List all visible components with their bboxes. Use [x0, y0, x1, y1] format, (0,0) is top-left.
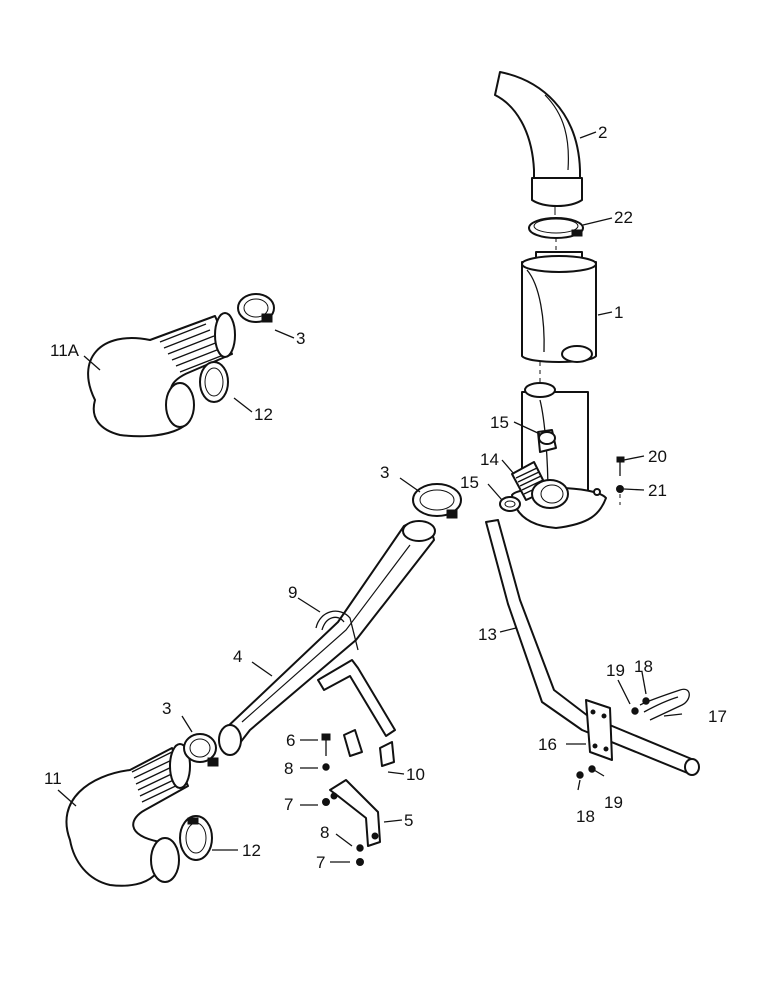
callout-11a: 11A	[50, 341, 80, 360]
callout-18-lower: 18	[576, 807, 595, 826]
callout-15-lower: 15	[460, 473, 479, 492]
pipe-clamp-3-upper	[412, 483, 462, 519]
callout-8-lower: 8	[320, 823, 329, 842]
pipe-clamp-22	[528, 217, 584, 252]
callout-14: 14	[480, 450, 499, 469]
callout-20: 20	[648, 447, 667, 466]
muffler	[521, 251, 597, 388]
nut-7-upper	[322, 798, 330, 806]
elbow-fitting-15	[537, 429, 557, 453]
callout-5: 5	[404, 811, 413, 830]
callout-7-upper: 7	[284, 795, 293, 814]
exhaust-pipe-4	[218, 520, 436, 756]
callout-15-upper: 15	[490, 413, 509, 432]
bolt-20	[616, 456, 625, 476]
flex-coupler-14	[511, 461, 569, 509]
callout-11: 11	[44, 769, 62, 788]
pipe-strap-9	[315, 610, 359, 651]
callout-1: 1	[614, 303, 623, 322]
callout-21: 21	[648, 481, 667, 500]
callout-12-lower: 12	[242, 841, 261, 860]
hose-clamp-12-upper	[199, 361, 229, 403]
hanger-bracket-10	[317, 659, 396, 767]
callout-16: 16	[538, 735, 557, 754]
pipe-clamp-3-left	[237, 293, 275, 323]
callout-18-upper: 18	[634, 657, 653, 676]
hose-clamp-15	[499, 496, 521, 512]
callout-3-left: 3	[296, 329, 305, 348]
callout-17: 17	[708, 707, 727, 726]
washer-21	[616, 485, 624, 505]
flex-elbow-11a	[87, 312, 236, 438]
callout-19-lower: 19	[604, 793, 623, 812]
flex-elbow-11	[65, 743, 191, 887]
bracket-plate-16	[585, 699, 613, 761]
leader-lines	[57, 131, 683, 863]
curved-exhaust-pipe	[494, 71, 583, 215]
callout-8-upper: 8	[284, 759, 293, 778]
nut-washer-group	[576, 697, 650, 779]
mounting-bracket-5	[329, 779, 381, 847]
u-bolt-17	[639, 688, 690, 721]
callout-2: 2	[598, 123, 607, 142]
callout-3-lower: 3	[162, 699, 171, 718]
callout-4: 4	[233, 647, 242, 666]
callout-7-lower: 7	[316, 853, 325, 872]
callout-12-upper: 12	[254, 405, 273, 424]
washer-8-upper	[322, 763, 330, 771]
bolt-6	[321, 733, 331, 756]
callout-10: 10	[406, 765, 425, 784]
callout-13: 13	[478, 625, 497, 644]
pipe-clamp-3-lower	[183, 733, 219, 767]
callout-6: 6	[286, 731, 295, 750]
nut-7-lower	[356, 858, 364, 866]
callout-9: 9	[288, 583, 297, 602]
callout-3-upper: 3	[380, 463, 389, 482]
callout-22: 22	[614, 208, 633, 227]
callout-19-upper: 19	[606, 661, 625, 680]
callout-labels: 2 22 1 3 11A 12 15 14 15 20 21 3 9 4 13 …	[44, 123, 727, 872]
hose-clamp-12-lower	[179, 815, 213, 861]
washer-8-lower	[356, 844, 364, 852]
